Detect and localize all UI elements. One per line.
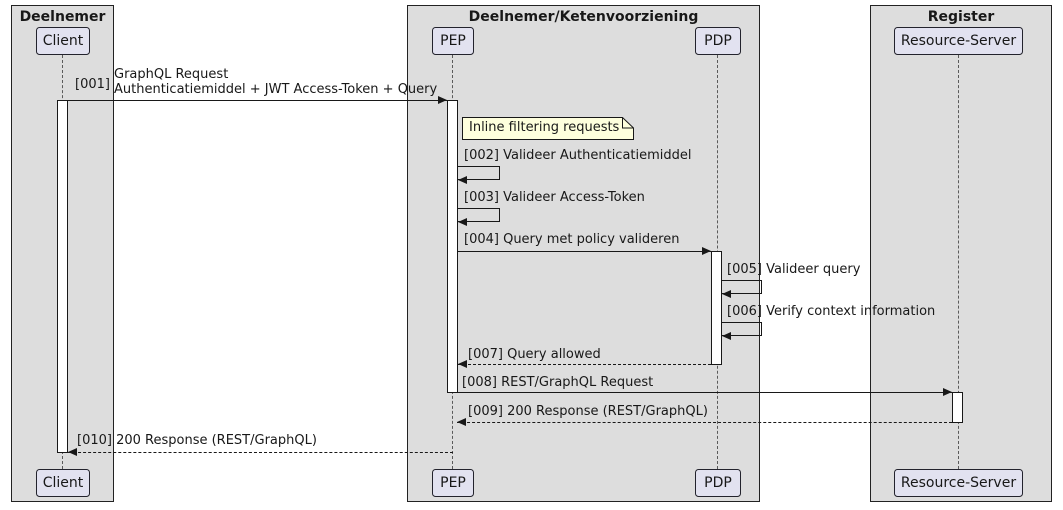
participant-resource-server-label: Resource-Server <box>900 33 1017 49</box>
activation-client <box>57 100 68 453</box>
message-004-line <box>458 251 711 252</box>
participant-pdp-label: PDP <box>704 33 732 49</box>
participant-pdp-top: PDP <box>695 27 741 55</box>
message-007-text: [007] Query allowed <box>468 347 601 362</box>
message-001-line2: Authenticatiemiddel + JWT Access-Token +… <box>114 82 438 97</box>
participant-client-top: Client <box>36 27 90 55</box>
message-003-selfloop <box>458 208 500 222</box>
participant-pdp-label: PDP <box>704 475 732 491</box>
message-008-arrowhead <box>943 388 952 396</box>
message-001-label: [001] <box>75 77 110 92</box>
group-box-register: Register <box>870 5 1052 502</box>
message-008-text: [008] REST/GraphQL Request <box>462 375 654 390</box>
message-002-arrowhead <box>458 176 467 184</box>
message-007-arrowhead <box>458 360 467 368</box>
message-003-arrowhead <box>458 218 467 226</box>
activation-resource-server <box>952 392 963 423</box>
message-009-arrowhead <box>457 418 466 426</box>
message-005-arrowhead <box>722 290 731 298</box>
message-004-arrowhead <box>702 247 711 255</box>
participant-pep-bottom: PEP <box>432 469 474 497</box>
participant-client-label: Client <box>42 475 84 491</box>
participant-pep-top: PEP <box>432 27 474 55</box>
message-009-text: [009] 200 Response (REST/GraphQL) <box>468 404 708 419</box>
message-010-text: [010] 200 Response (REST/GraphQL) <box>77 433 317 448</box>
message-001-arrowhead <box>438 96 447 104</box>
participant-resource-server-label: Resource-Server <box>900 475 1017 491</box>
group-title-deelnemer: Deelnemer <box>19 9 106 25</box>
lifeline-resource-server <box>958 55 959 469</box>
participant-client-label: Client <box>42 33 84 49</box>
message-010-arrowhead <box>68 448 77 456</box>
message-009-line <box>457 422 952 423</box>
message-008-line <box>458 392 952 393</box>
participant-pdp-bottom: PDP <box>695 469 741 497</box>
group-title-register: Register <box>927 9 995 25</box>
message-006-arrowhead <box>722 332 731 340</box>
message-005-selfloop <box>722 280 762 294</box>
message-002-selfloop <box>458 166 500 180</box>
message-001-line <box>68 100 447 101</box>
message-007-line <box>458 364 711 365</box>
message-003-text: [003] Valideer Access-Token <box>464 190 645 205</box>
participant-pep-label: PEP <box>440 475 466 491</box>
message-006-text: [006] Verify context information <box>727 304 936 319</box>
message-001-line1: GraphQL Request <box>114 67 229 82</box>
message-002-text: [002] Valideer Authenticatiemiddel <box>464 148 692 163</box>
note-inline-filtering: Inline filtering requests <box>462 117 634 140</box>
participant-resource-server-bottom: Resource-Server <box>894 469 1023 497</box>
note-shape-icon <box>462 117 634 140</box>
activation-pep <box>447 100 458 393</box>
message-004-text: [004] Query met policy valideren <box>464 232 680 247</box>
message-005-text: [005] Valideer query <box>727 262 861 277</box>
group-title-ketenvoorziening: Deelnemer/Ketenvoorziening <box>468 9 699 25</box>
note-text: Inline filtering requests <box>469 120 620 135</box>
message-006-selfloop <box>722 322 762 336</box>
participant-pep-label: PEP <box>440 33 466 49</box>
activation-pdp <box>711 251 722 365</box>
participant-client-bottom: Client <box>36 469 90 497</box>
message-010-line <box>68 452 453 453</box>
participant-resource-server-top: Resource-Server <box>894 27 1023 55</box>
